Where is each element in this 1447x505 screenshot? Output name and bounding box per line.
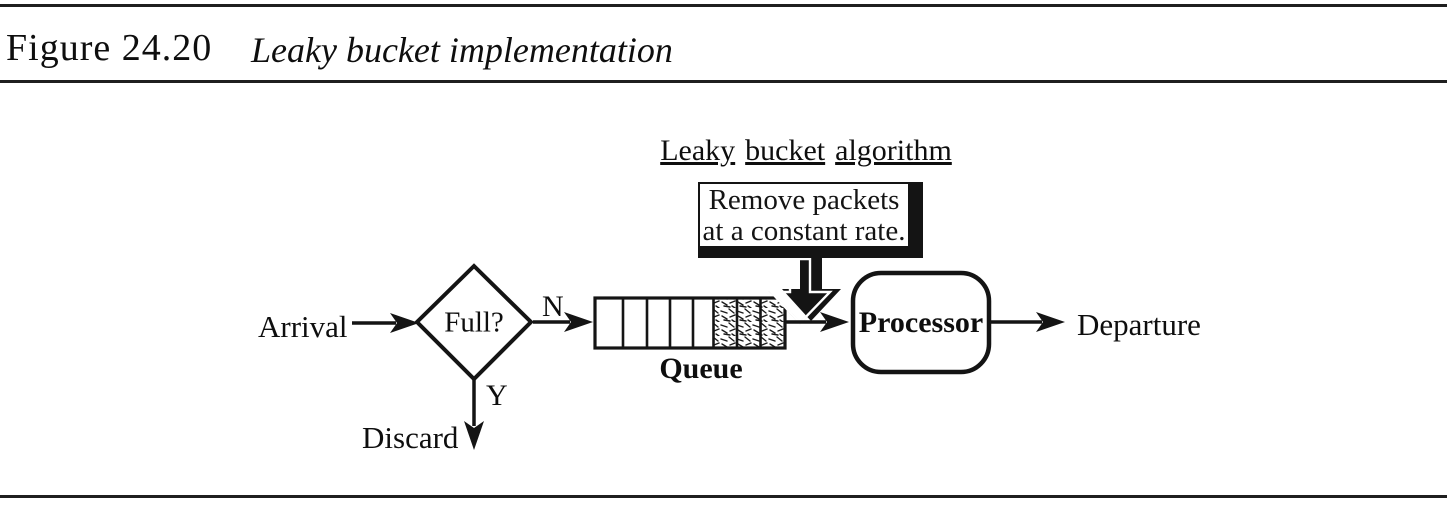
processor-shape — [850, 270, 992, 375]
callout-line-2: at a constant rate. — [702, 215, 906, 247]
yes-label: Y — [486, 379, 508, 412]
queue-label: Queue — [659, 352, 743, 385]
remove-rate-arrow — [768, 250, 841, 325]
callout-line-1: Remove packets — [708, 184, 900, 216]
yes-branch-arrow — [464, 379, 484, 450]
no-label: N — [542, 290, 564, 323]
arrival-arrow — [352, 313, 419, 333]
arrival-label: Arrival — [258, 309, 348, 344]
decision-label: Full? — [444, 306, 504, 339]
queue-to-processor-arrow — [786, 312, 849, 332]
queue-filled-cells — [713, 298, 785, 348]
algorithm-heading: Leaky bucket algorithm — [660, 134, 952, 168]
departure-arrow — [991, 312, 1065, 332]
algorithm-word: algorithm — [835, 134, 952, 167]
title-divider-rule — [0, 80, 1447, 83]
no-branch-arrow — [533, 312, 593, 332]
bottom-rule — [0, 495, 1447, 498]
figure-title: Leaky bucket implementation — [251, 30, 673, 70]
remove-rate-callout: Remove packets at a constant rate. — [698, 182, 923, 258]
departure-label: Departure — [1077, 307, 1201, 342]
processor-label: Processor — [858, 306, 984, 339]
figure-label: Figure 24.20 — [6, 27, 213, 69]
top-rule — [0, 4, 1447, 7]
algorithm-word: bucket — [745, 134, 826, 167]
queue-shape — [593, 296, 787, 350]
discard-label: Discard — [362, 420, 459, 455]
algorithm-word: Leaky — [660, 134, 736, 167]
